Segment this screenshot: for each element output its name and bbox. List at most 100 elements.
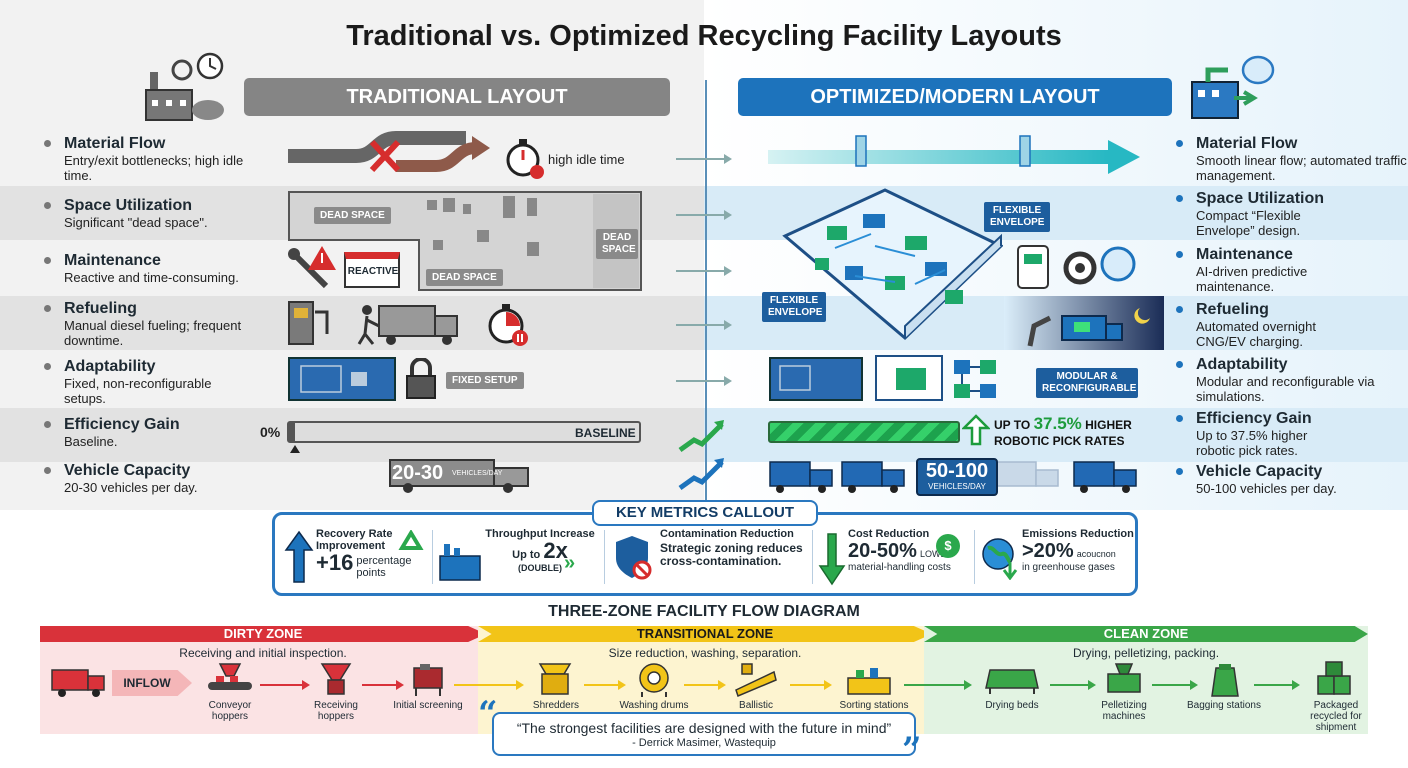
packaged-boxes-icon [1317, 661, 1351, 695]
down-arrow-icon [818, 533, 846, 586]
emissions-value: >20% [1022, 540, 1074, 562]
drying-bed-icon [985, 669, 1039, 694]
calendar-icon [344, 252, 400, 288]
zone-item-pelletizing-machines: Pelletizing machines [1101, 700, 1147, 722]
flow-arrow [676, 154, 732, 164]
metric-separator [432, 530, 433, 584]
diesel-fueling-truck-icon [288, 301, 458, 345]
baseline-label: BASELINE [575, 426, 636, 440]
conveyor-hopper-icon [208, 663, 252, 690]
flow-arrow [790, 680, 832, 690]
zone-item-conveyor-hoppers: Conveyor hoppers [208, 700, 252, 722]
metric-emissions-reduction: Emissions Reduction >20% acoucnon in gre… [1022, 528, 1134, 573]
pick-rate-callout: UP TO 37.5% HIGHER ROBOTIC PICK RATES [994, 414, 1132, 448]
trad-vehicles-value: 20-30 [392, 462, 444, 484]
opt-vehicles-unit: VEHICLES/DAY [928, 482, 986, 491]
linear-flow-arrow [768, 135, 1140, 174]
dirty-zone-label: DIRTY ZONE [40, 626, 486, 642]
flow-arrow [1050, 680, 1096, 690]
clean-zone-desc: Drying, pelletizing, packing. [1072, 646, 1220, 660]
stopwatch-pause-icon [488, 304, 528, 346]
zone-item-shredders: Shredders [532, 700, 580, 711]
wrench-warning-icon [288, 246, 336, 289]
factory-icon [439, 544, 481, 581]
factory-gear-clock-icon [145, 52, 224, 121]
high-idle-label: high idle time [548, 152, 625, 167]
fleet-trucks-icon [769, 461, 1137, 493]
clean-zone-label: CLEAN ZONE [924, 626, 1368, 642]
modular-simulation-icon [769, 355, 996, 401]
dirty-zone-desc: Receiving and initial inspection. [179, 646, 347, 660]
flexible-envelope-floorplan [782, 188, 1003, 341]
quote-text: “The strongest facilities are designed w… [516, 720, 892, 736]
zone-item-sorting-stations: Sorting stations [839, 700, 909, 711]
opt-vehicles-badge: 50-100 VEHICLES/DAY [916, 458, 998, 496]
throughput-value: 2x [543, 538, 568, 563]
bag-icon [1211, 664, 1239, 697]
sorting-station-icon [847, 668, 891, 695]
reactive-label: REACTIVE [347, 266, 399, 277]
zone-item-bagging-stations: Bagging stations [1187, 700, 1261, 711]
flow-arrow [676, 320, 732, 330]
globe-icon [982, 538, 1018, 580]
efficiency-bar-fill [768, 421, 960, 443]
flow-arrow [676, 210, 732, 220]
flow-diagram-title: THREE-ZONE FACILITY FLOW DIAGRAM [548, 603, 860, 620]
flow-arrow [454, 680, 524, 690]
trad-vehicles-unit: VEHICLES/DAY [452, 470, 503, 477]
padlock-icon [406, 358, 436, 399]
pick-rate-value: 37.5% [1033, 414, 1082, 433]
metric-throughput: Throughput Increase Up to 2x (DOUBLE) [485, 528, 595, 573]
tablet-gear-brain-icon [1017, 245, 1136, 289]
pelletizer-icon [1107, 663, 1141, 693]
quote-author: - Derrick Masimer, Wastequip [632, 737, 776, 749]
zero-percent-label: 0% [260, 424, 281, 440]
truck-icon [389, 459, 529, 493]
flow-arrow [676, 266, 732, 276]
dead-space-label: DEAD SPACE [596, 229, 638, 259]
quote-box: “The strongest facilities are designed w… [492, 712, 916, 756]
ev-charging-night-icon [1004, 296, 1164, 350]
double-chevron-icon: » [564, 552, 576, 574]
modular-reconfigurable-label: MODULAR & RECONFIGURABLE [1036, 368, 1138, 398]
transitional-zone-desc: Size reduction, washing, separation. [608, 646, 802, 660]
open-quote-icon: “ [478, 694, 498, 734]
fixed-setup-label: FIXED SETUP [446, 372, 524, 389]
optimized-header: OPTIMIZED/MODERN LAYOUT [738, 78, 1172, 116]
transitional-zone-label: TRANSITIONAL ZONE [478, 626, 932, 642]
recycle-icon [398, 530, 424, 550]
zone-item-initial-screening: Initial screening [393, 700, 463, 711]
up-arrow-icon [962, 414, 990, 446]
flow-arrow [904, 680, 972, 690]
close-quote-icon: ” [902, 730, 922, 768]
dead-space-label: DEAD SPACE [314, 207, 391, 224]
flexible-envelope-label: FLEXIBLE ENVELOPE [762, 292, 826, 322]
recovery-value: +16 [316, 550, 354, 575]
up-arrow-icon [284, 530, 314, 583]
flow-arrow [1254, 680, 1300, 690]
receiving-hopper-icon [320, 663, 352, 695]
zone-item-washing-drums: Washing drums [619, 700, 689, 711]
flow-arrow [584, 680, 626, 690]
metric-separator [604, 530, 605, 584]
zone-item-packaged-recycled: Packaged recycled for shipment [1310, 700, 1362, 733]
flow-arrow [260, 680, 310, 690]
page-title: Traditional vs. Optimized Recycling Faci… [346, 20, 1062, 52]
stopwatch-x-icon [506, 139, 544, 179]
cost-value: 20-50% [848, 540, 917, 562]
ballistic-separator-icon [735, 663, 777, 698]
shredder-icon [538, 663, 572, 695]
flexible-envelope-label: FLEXIBLE ENVELOPE [984, 202, 1050, 232]
metric-cost-reduction: Cost Reduction 20-50% LOWER material-han… [848, 528, 954, 573]
